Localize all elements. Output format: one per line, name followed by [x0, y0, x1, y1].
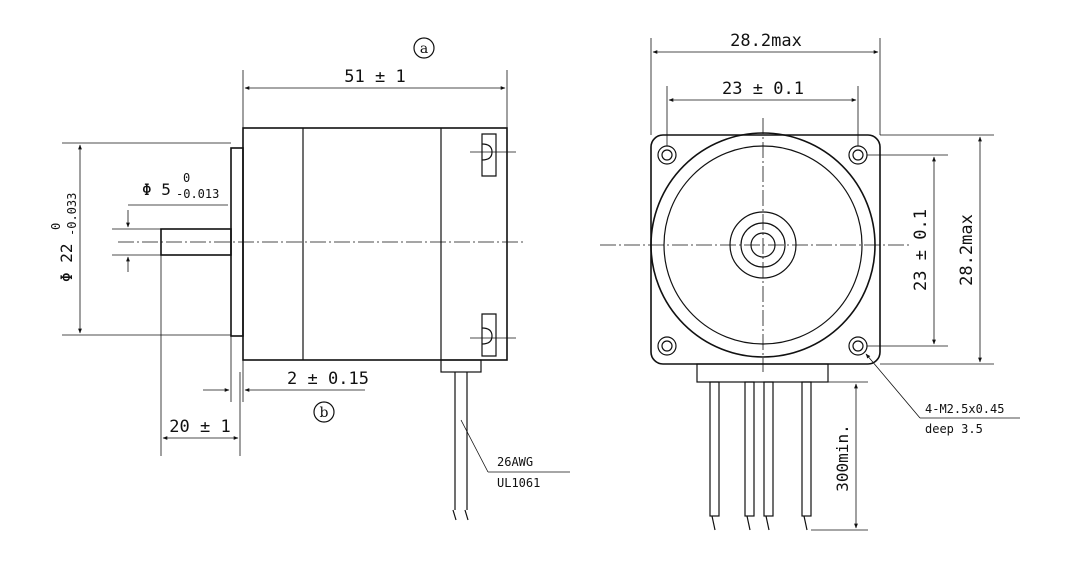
lead-length-label: 300min. [833, 424, 852, 491]
pilot-dia-upper-tol: 0 [49, 223, 63, 230]
mount-hole-bottom-right [848, 336, 868, 356]
flange-height-label: 28.2max [957, 214, 977, 286]
wire-std-label: UL1061 [497, 476, 540, 490]
pilot-dia-label: Φ 22 [57, 243, 76, 282]
pilot-dia-label-group: Φ 22 0 -0.033 [49, 193, 79, 282]
shaft-dia-upper-tol: 0 [183, 171, 190, 185]
view-b-circle [313, 401, 335, 423]
flange-width-label: 28.2max [730, 31, 802, 51]
hole-spacing-v-label: 23 ± 0.1 [911, 209, 931, 291]
pilot-dia-lower-tol: -0.033 [65, 193, 79, 236]
shaft-dia-label: Φ 5 [142, 180, 171, 199]
front-lead-block [696, 363, 829, 383]
wire-leader [460, 419, 489, 473]
thread-leader [865, 353, 921, 419]
pilot-depth-label: 2 ± 0.15 [287, 369, 369, 389]
side-view: 51 ± 1 a Φ 22 0 -0.033 Φ 5 0 -0.013 2 ± … [49, 37, 570, 521]
view-a-label: a [420, 41, 428, 57]
thread-label: 4-M2.5x0.45 [925, 402, 1004, 416]
thread-depth-label: deep 3.5 [925, 422, 983, 436]
view-b-label: b [320, 405, 329, 421]
front-lead-wires [709, 381, 812, 531]
shaft-dia-lower-tol: -0.013 [176, 187, 219, 201]
lead-wire-ends [452, 509, 469, 521]
mount-hole-top-left [657, 145, 677, 165]
lead-exit-block [440, 359, 482, 373]
rear-clip-bottom [470, 313, 516, 357]
mount-hole-bottom-left [657, 336, 677, 356]
motor-body [242, 127, 508, 361]
mount-hole-top-right [848, 145, 868, 165]
rear-clip-top [470, 133, 516, 177]
wire-gauge-label: 26AWG [497, 455, 533, 469]
length-dim-label: 51 ± 1 [344, 67, 405, 87]
hole-spacing-h-label: 23 ± 0.1 [722, 79, 804, 99]
shaft-length-label: 20 ± 1 [169, 417, 230, 437]
front-view: 28.2max 23 ± 0.1 23 ± 0.1 28.2max 4-M2.5… [600, 31, 1020, 531]
view-a-circle [413, 37, 435, 59]
